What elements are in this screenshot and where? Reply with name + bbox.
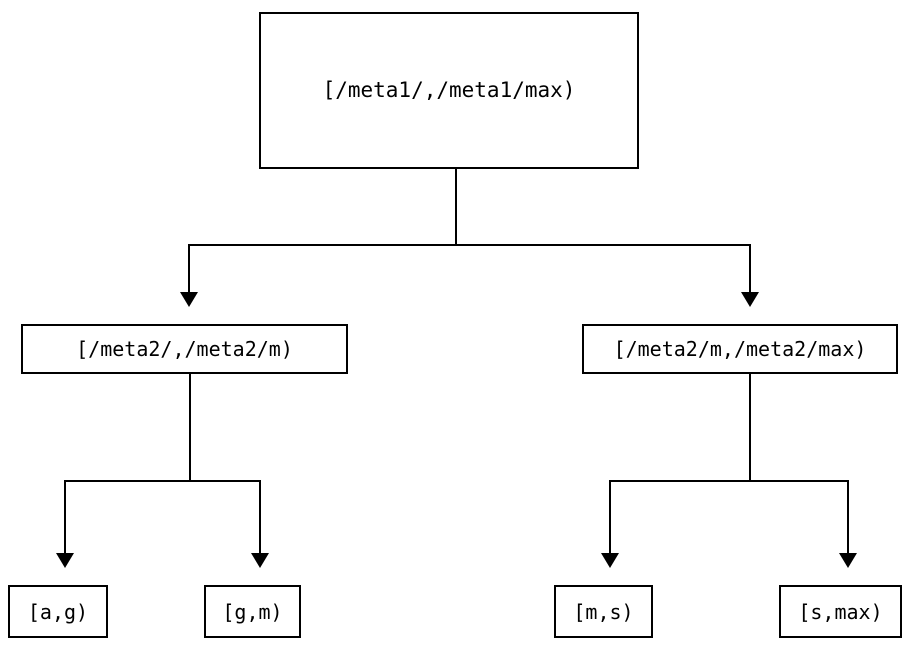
- arrowhead-icon-leaf-3: [601, 553, 619, 568]
- node-mid-left-label: [/meta2/,/meta2/m): [76, 337, 293, 361]
- edge-root-to-mid-right-drop: [749, 245, 751, 292]
- edge-root-stem: [455, 169, 457, 246]
- node-root[interactable]: [/meta1/,/meta1/max): [259, 12, 639, 169]
- edge-mid-left-stem: [189, 374, 191, 481]
- edge-root-crossbar: [188, 244, 751, 246]
- edge-mid-left-to-leaf-1-drop: [64, 481, 66, 553]
- node-leaf-2[interactable]: [g,m): [204, 585, 301, 638]
- edge-mid-right-to-leaf-4-drop: [847, 481, 849, 553]
- node-root-label: [/meta1/,/meta1/max): [322, 78, 576, 102]
- edge-mid-left-crossbar: [64, 480, 261, 482]
- arrowhead-icon-leaf-4: [839, 553, 857, 568]
- arrowhead-icon-leaf-1: [56, 553, 74, 568]
- edge-mid-right-crossbar: [609, 480, 849, 482]
- edge-mid-right-to-leaf-3-drop: [609, 481, 611, 553]
- node-leaf-3-label: [m,s): [573, 599, 634, 624]
- node-leaf-3[interactable]: [m,s): [554, 585, 653, 638]
- arrowhead-icon-leaf-2: [251, 553, 269, 568]
- arrowhead-icon-mid-right: [741, 292, 759, 307]
- node-mid-right-label: [/meta2/m,/meta2/max): [613, 337, 867, 361]
- node-mid-left[interactable]: [/meta2/,/meta2/m): [21, 324, 348, 374]
- node-leaf-2-label: [g,m): [222, 599, 283, 624]
- node-leaf-1-label: [a,g): [27, 599, 89, 624]
- arrowhead-icon-mid-left: [180, 292, 198, 307]
- node-leaf-1[interactable]: [a,g): [8, 585, 108, 638]
- edge-root-to-mid-left-drop: [188, 245, 190, 292]
- node-mid-right[interactable]: [/meta2/m,/meta2/max): [582, 324, 898, 374]
- node-leaf-4[interactable]: [s,max): [779, 585, 902, 638]
- edge-mid-left-to-leaf-2-drop: [259, 481, 261, 553]
- edge-mid-right-stem: [749, 374, 751, 481]
- node-leaf-4-label: [s,max): [798, 599, 883, 624]
